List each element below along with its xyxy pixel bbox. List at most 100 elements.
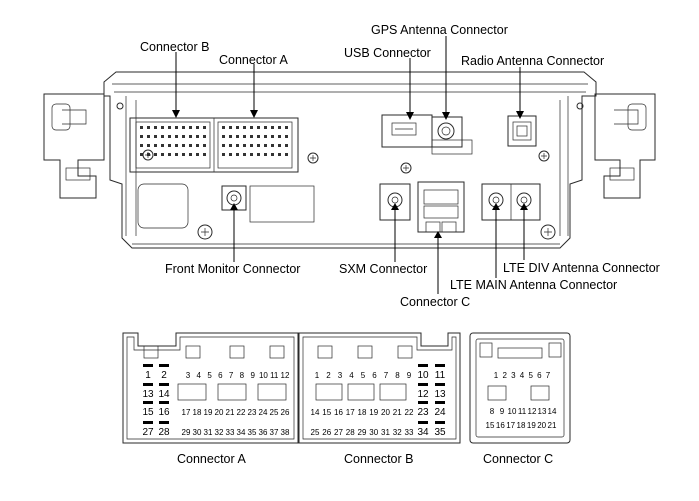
unit-radio-antenna-port (507, 115, 537, 147)
pin-number: 2 (502, 371, 507, 380)
pin-number: 27 (334, 428, 343, 437)
unit-pin (222, 126, 225, 129)
pin-number: 13 (538, 407, 547, 416)
pin-number: 37 (270, 428, 279, 437)
pin-number: 6 (218, 371, 223, 380)
unit-pin (222, 153, 225, 156)
unit-pin (243, 126, 246, 129)
unit-pin (147, 144, 150, 147)
label-lte-main-antenna-connector: LTE MAIN Antenna Connector (450, 278, 617, 292)
pin-number: 19 (369, 408, 378, 417)
unit-pin (271, 153, 274, 156)
pin-number: 28 (346, 428, 355, 437)
unit-pin (236, 153, 239, 156)
pin-number: 16 (158, 407, 170, 418)
label-connector-b: Connector B (140, 40, 209, 54)
unit-pin (196, 144, 199, 147)
pin-number: 12 (417, 389, 429, 400)
unit-pin (175, 135, 178, 138)
unit-pin (229, 153, 232, 156)
pin-number: 14 (311, 408, 320, 417)
unit-pin (285, 126, 288, 129)
pin-key-bar (435, 421, 445, 424)
pin-key-bar (435, 364, 445, 367)
unit-gps-port (437, 122, 455, 140)
pin-key-bar (435, 401, 445, 404)
unit-pin (278, 135, 281, 138)
caption-connector-a: Connector A (177, 452, 246, 466)
unit-pin (229, 135, 232, 138)
pin-number: 8 (240, 371, 245, 380)
pin-number: 30 (193, 428, 202, 437)
pin-number: 26 (322, 428, 331, 437)
label-radio-antenna-connector: Radio Antenna Connector (461, 54, 604, 68)
pin-key-bar (435, 383, 445, 386)
unit-pin (168, 126, 171, 129)
unit-pin (140, 153, 143, 156)
unit-pin (161, 126, 164, 129)
pin-number: 4 (197, 371, 202, 380)
pin-number: 3 (511, 371, 516, 380)
pin-number: 18 (358, 408, 367, 417)
unit-pin (243, 144, 246, 147)
pin-number: 10 (259, 371, 268, 380)
pin-number: 2 (161, 370, 167, 381)
pin-number: 29 (182, 428, 191, 437)
pin-number: 1 (315, 371, 320, 380)
pin-key-bar (159, 401, 169, 404)
unit-pin (189, 126, 192, 129)
pin-key-bar (418, 364, 428, 367)
pin-number: 25 (270, 408, 279, 417)
unit-pin (147, 135, 150, 138)
pin-number: 16 (334, 408, 343, 417)
unit-pin (154, 126, 157, 129)
pin-number: 8 (490, 407, 495, 416)
caption-connector-b: Connector B (344, 452, 413, 466)
pin-number: 21 (393, 408, 402, 417)
pin-key-bar (143, 383, 153, 386)
pin-number: 6 (372, 371, 377, 380)
unit-pin (278, 153, 281, 156)
unit-pin (222, 144, 225, 147)
unit-pin (161, 153, 164, 156)
unit-pin (243, 153, 246, 156)
label-connector-c-unit: Connector C (400, 295, 470, 309)
pin-key-bar (143, 401, 153, 404)
caption-connector-c: Connector C (483, 452, 553, 466)
pin-number: 34 (237, 428, 246, 437)
left-mounting-bracket (43, 93, 105, 199)
chassis-screws (116, 102, 584, 240)
pin-key-bar (418, 421, 428, 424)
pin-key-bar (418, 401, 428, 404)
pin-number: 28 (158, 427, 170, 438)
unit-pin (147, 126, 150, 129)
label-lte-div-antenna-connector: LTE DIV Antenna Connector (503, 261, 660, 275)
chassis-outline (103, 71, 597, 249)
pin-number: 4 (349, 371, 354, 380)
pin-number: 20 (381, 408, 390, 417)
unit-pin (278, 144, 281, 147)
unit-pin (189, 144, 192, 147)
unit-pin (175, 126, 178, 129)
unit-pin (189, 135, 192, 138)
pin-number: 32 (215, 428, 224, 437)
pin-key-bar (159, 421, 169, 424)
unit-pin (271, 144, 274, 147)
unit-pin (257, 135, 260, 138)
pin-number: 19 (527, 421, 536, 430)
pin-number: 35 (248, 428, 257, 437)
unit-pin (229, 126, 232, 129)
label-front-monitor-connector: Front Monitor Connector (165, 262, 300, 276)
pin-number: 13 (142, 389, 154, 400)
unit-pin (236, 126, 239, 129)
unit-usb-port (381, 114, 433, 148)
pin-number: 7 (229, 371, 234, 380)
unit-pin (175, 153, 178, 156)
pin-number: 5 (361, 371, 366, 380)
pin-number: 31 (204, 428, 213, 437)
pin-number: 18 (193, 408, 202, 417)
pin-number: 26 (281, 408, 290, 417)
unit-pin (250, 153, 253, 156)
